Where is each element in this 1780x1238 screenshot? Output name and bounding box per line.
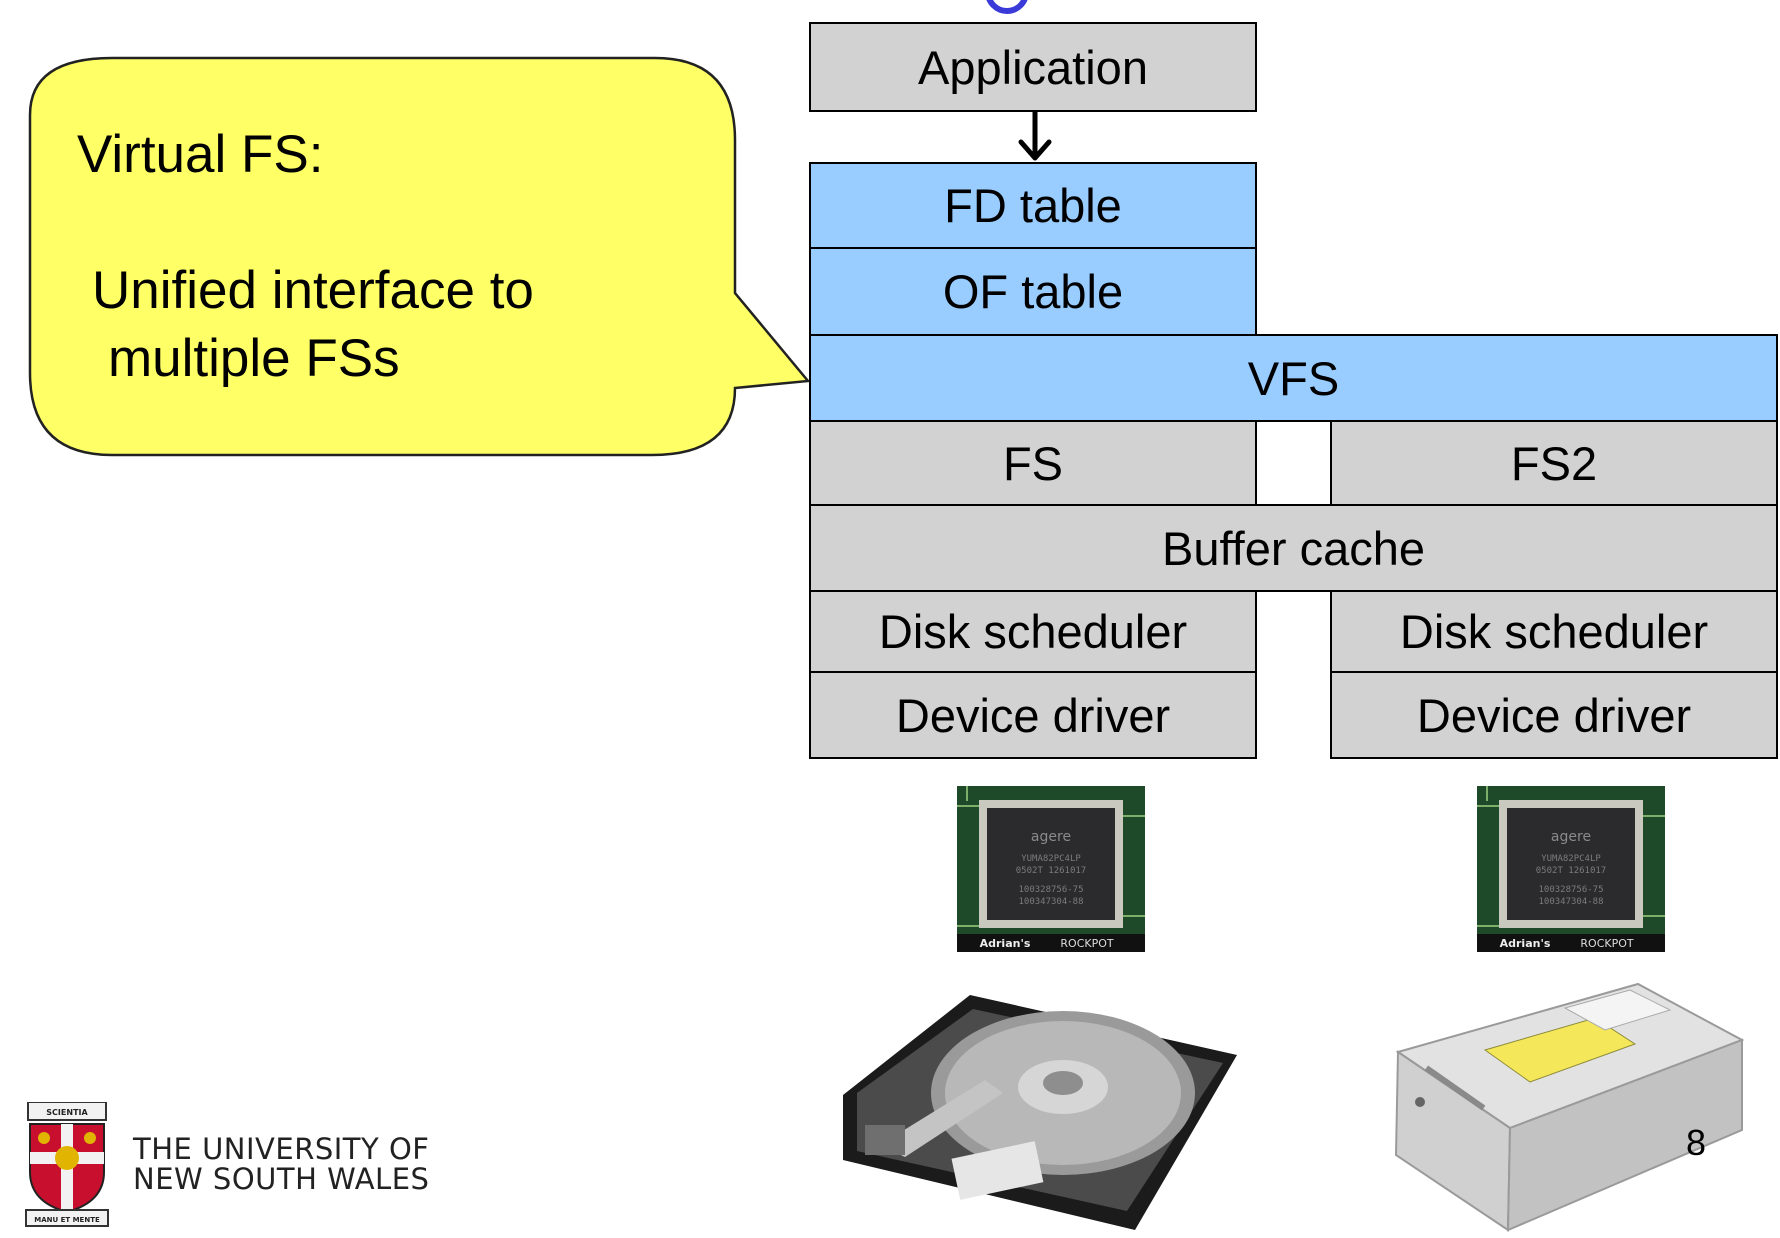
of-table-box: OF table xyxy=(809,247,1257,336)
callout-bubble xyxy=(28,56,811,457)
chip-caption-left: Adrian's xyxy=(980,937,1031,950)
controller-chip-right-image: agere YUMA82PC4LP 0502T 1261017 10032875… xyxy=(1477,786,1665,952)
chip-code-text: 100347304-88 xyxy=(1538,897,1603,907)
fs-box: FS xyxy=(809,420,1257,506)
crest-scroll-top: SCIENTIA xyxy=(46,1108,88,1117)
crest-scroll-bottom: MANU ET MENTE xyxy=(34,1216,100,1224)
controller-chip-left-image: agere YUMA82PC4LP 0502T 1261017 10032875… xyxy=(957,786,1145,952)
chip-code-text: 100328756-75 xyxy=(1018,885,1083,895)
chip-code-text: YUMA82PC4LP xyxy=(1541,854,1601,864)
chip-brand-text: agere xyxy=(1551,829,1591,845)
chip-code-text: 100347304-88 xyxy=(1018,897,1083,907)
disk-scheduler-left-box: Disk scheduler xyxy=(809,590,1257,673)
callout-heading: Virtual FS: xyxy=(77,125,324,184)
chip-code-text: 100328756-75 xyxy=(1538,885,1603,895)
down-arrow-icon xyxy=(1018,110,1052,161)
optical-drive-image xyxy=(1394,982,1745,1232)
disk-scheduler-right-box: Disk scheduler xyxy=(1330,590,1778,673)
hard-disk-image xyxy=(843,995,1237,1230)
application-box: Application xyxy=(809,22,1257,112)
chip-code-text: 0502T 1261017 xyxy=(1016,866,1086,876)
fd-table-box: FD table xyxy=(809,162,1257,249)
vfs-box: VFS xyxy=(809,334,1778,422)
device-driver-left-box: Device driver xyxy=(809,671,1257,759)
page-number: 8 xyxy=(1686,1122,1707,1163)
title-fragment xyxy=(985,0,1029,14)
chip-caption-right: ROCKPOT xyxy=(1060,937,1113,950)
fs2-box: FS2 xyxy=(1330,420,1778,506)
university-name-line-1: THE UNIVERSITY OF xyxy=(133,1132,430,1166)
buffer-cache-box: Buffer cache xyxy=(809,504,1778,592)
callout-line-1: Unified interface to xyxy=(92,261,534,320)
university-name-line-2: NEW SOUTH WALES xyxy=(133,1162,430,1196)
university-crest-logo: SCIENTIA MANU ET MENTE xyxy=(25,1102,109,1227)
device-driver-right-box: Device driver xyxy=(1330,671,1778,759)
chip-caption-right: ROCKPOT xyxy=(1580,937,1633,950)
chip-caption-left: Adrian's xyxy=(1500,937,1551,950)
chip-code-text: 0502T 1261017 xyxy=(1536,866,1606,876)
chip-brand-text: agere xyxy=(1031,829,1071,845)
chip-code-text: YUMA82PC4LP xyxy=(1021,854,1081,864)
callout-line-2: multiple FSs xyxy=(108,329,400,388)
